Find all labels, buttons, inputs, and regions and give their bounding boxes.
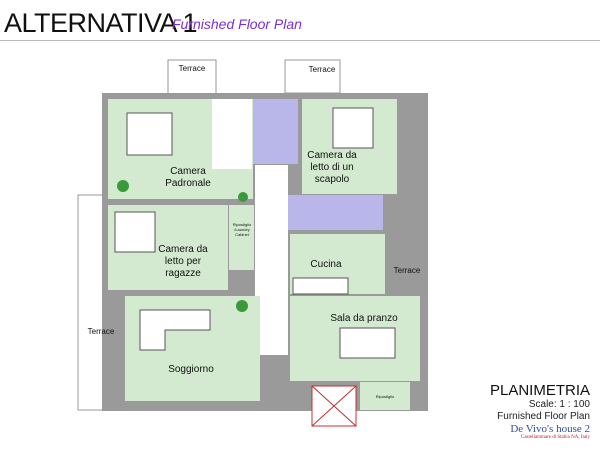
title-divider bbox=[0, 40, 600, 41]
label-laundry-2: /Laundry bbox=[234, 227, 250, 232]
label-camera-ragazze-1: Camera da bbox=[158, 244, 208, 255]
label-sala-pranzo: Sala da pranzo bbox=[330, 313, 398, 324]
sofa bbox=[139, 309, 211, 351]
label-cucina: Cucina bbox=[310, 259, 342, 270]
room-closet bbox=[212, 99, 252, 169]
page-subtitle: Furnished Floor Plan bbox=[172, 16, 302, 32]
legend-house: De Vivo's house 2 bbox=[510, 423, 590, 435]
dining-table bbox=[339, 327, 396, 359]
label-soggiorno: Soggiorno bbox=[168, 364, 214, 375]
label-ripostiglio: Ripostiglio bbox=[376, 394, 395, 399]
label-camera-scapolo-1: Camera da bbox=[307, 150, 357, 161]
plan-legend: PLANIMETRIA Scale: 1 : 100 Furnished Flo… bbox=[440, 382, 590, 440]
legend-type: Furnished Floor Plan bbox=[497, 411, 590, 422]
label-laundry-3: Cabinet bbox=[235, 232, 250, 237]
bed-scapolo bbox=[332, 107, 374, 149]
plant-icon bbox=[238, 192, 248, 202]
label-camera-scapolo-2: letto di un bbox=[310, 162, 353, 173]
room-bath-2 bbox=[288, 195, 383, 230]
label-camera-scapolo-3: scapolo bbox=[315, 174, 350, 185]
kitchen-island bbox=[292, 277, 349, 295]
bed-padronale bbox=[126, 112, 173, 156]
plant-icon bbox=[117, 180, 129, 192]
label-terrace-top-left: Terrace bbox=[179, 64, 206, 73]
label-camera-padronale-2: Padronale bbox=[165, 178, 211, 189]
room-laundry bbox=[229, 205, 254, 270]
label-terrace-top-right: Terrace bbox=[309, 65, 336, 74]
page-title: ALTERNATIVA 1 bbox=[4, 8, 198, 38]
room-ripostiglio bbox=[360, 382, 410, 410]
plant-icon bbox=[236, 300, 248, 312]
room-hallway bbox=[255, 165, 288, 355]
legend-scale: Scale: 1 : 100 bbox=[528, 399, 590, 410]
label-camera-padronale-1: Camera bbox=[170, 166, 206, 177]
label-terrace-left: Terrace bbox=[88, 327, 115, 336]
label-laundry-1: Ripostiglio bbox=[233, 222, 252, 227]
bed-ragazze bbox=[114, 211, 156, 253]
stair-cross-b bbox=[311, 385, 357, 427]
label-camera-ragazze-3: ragazze bbox=[165, 268, 201, 279]
terrace-top-left bbox=[167, 59, 217, 96]
label-camera-ragazze-2: letto per bbox=[165, 256, 202, 267]
legend-title: PLANIMETRIA bbox=[489, 382, 590, 399]
label-terrace-right: Terrace bbox=[394, 266, 421, 275]
legend-location: Castellammare di Stabia NA, Italy bbox=[520, 435, 590, 440]
room-bath-1 bbox=[253, 99, 298, 164]
